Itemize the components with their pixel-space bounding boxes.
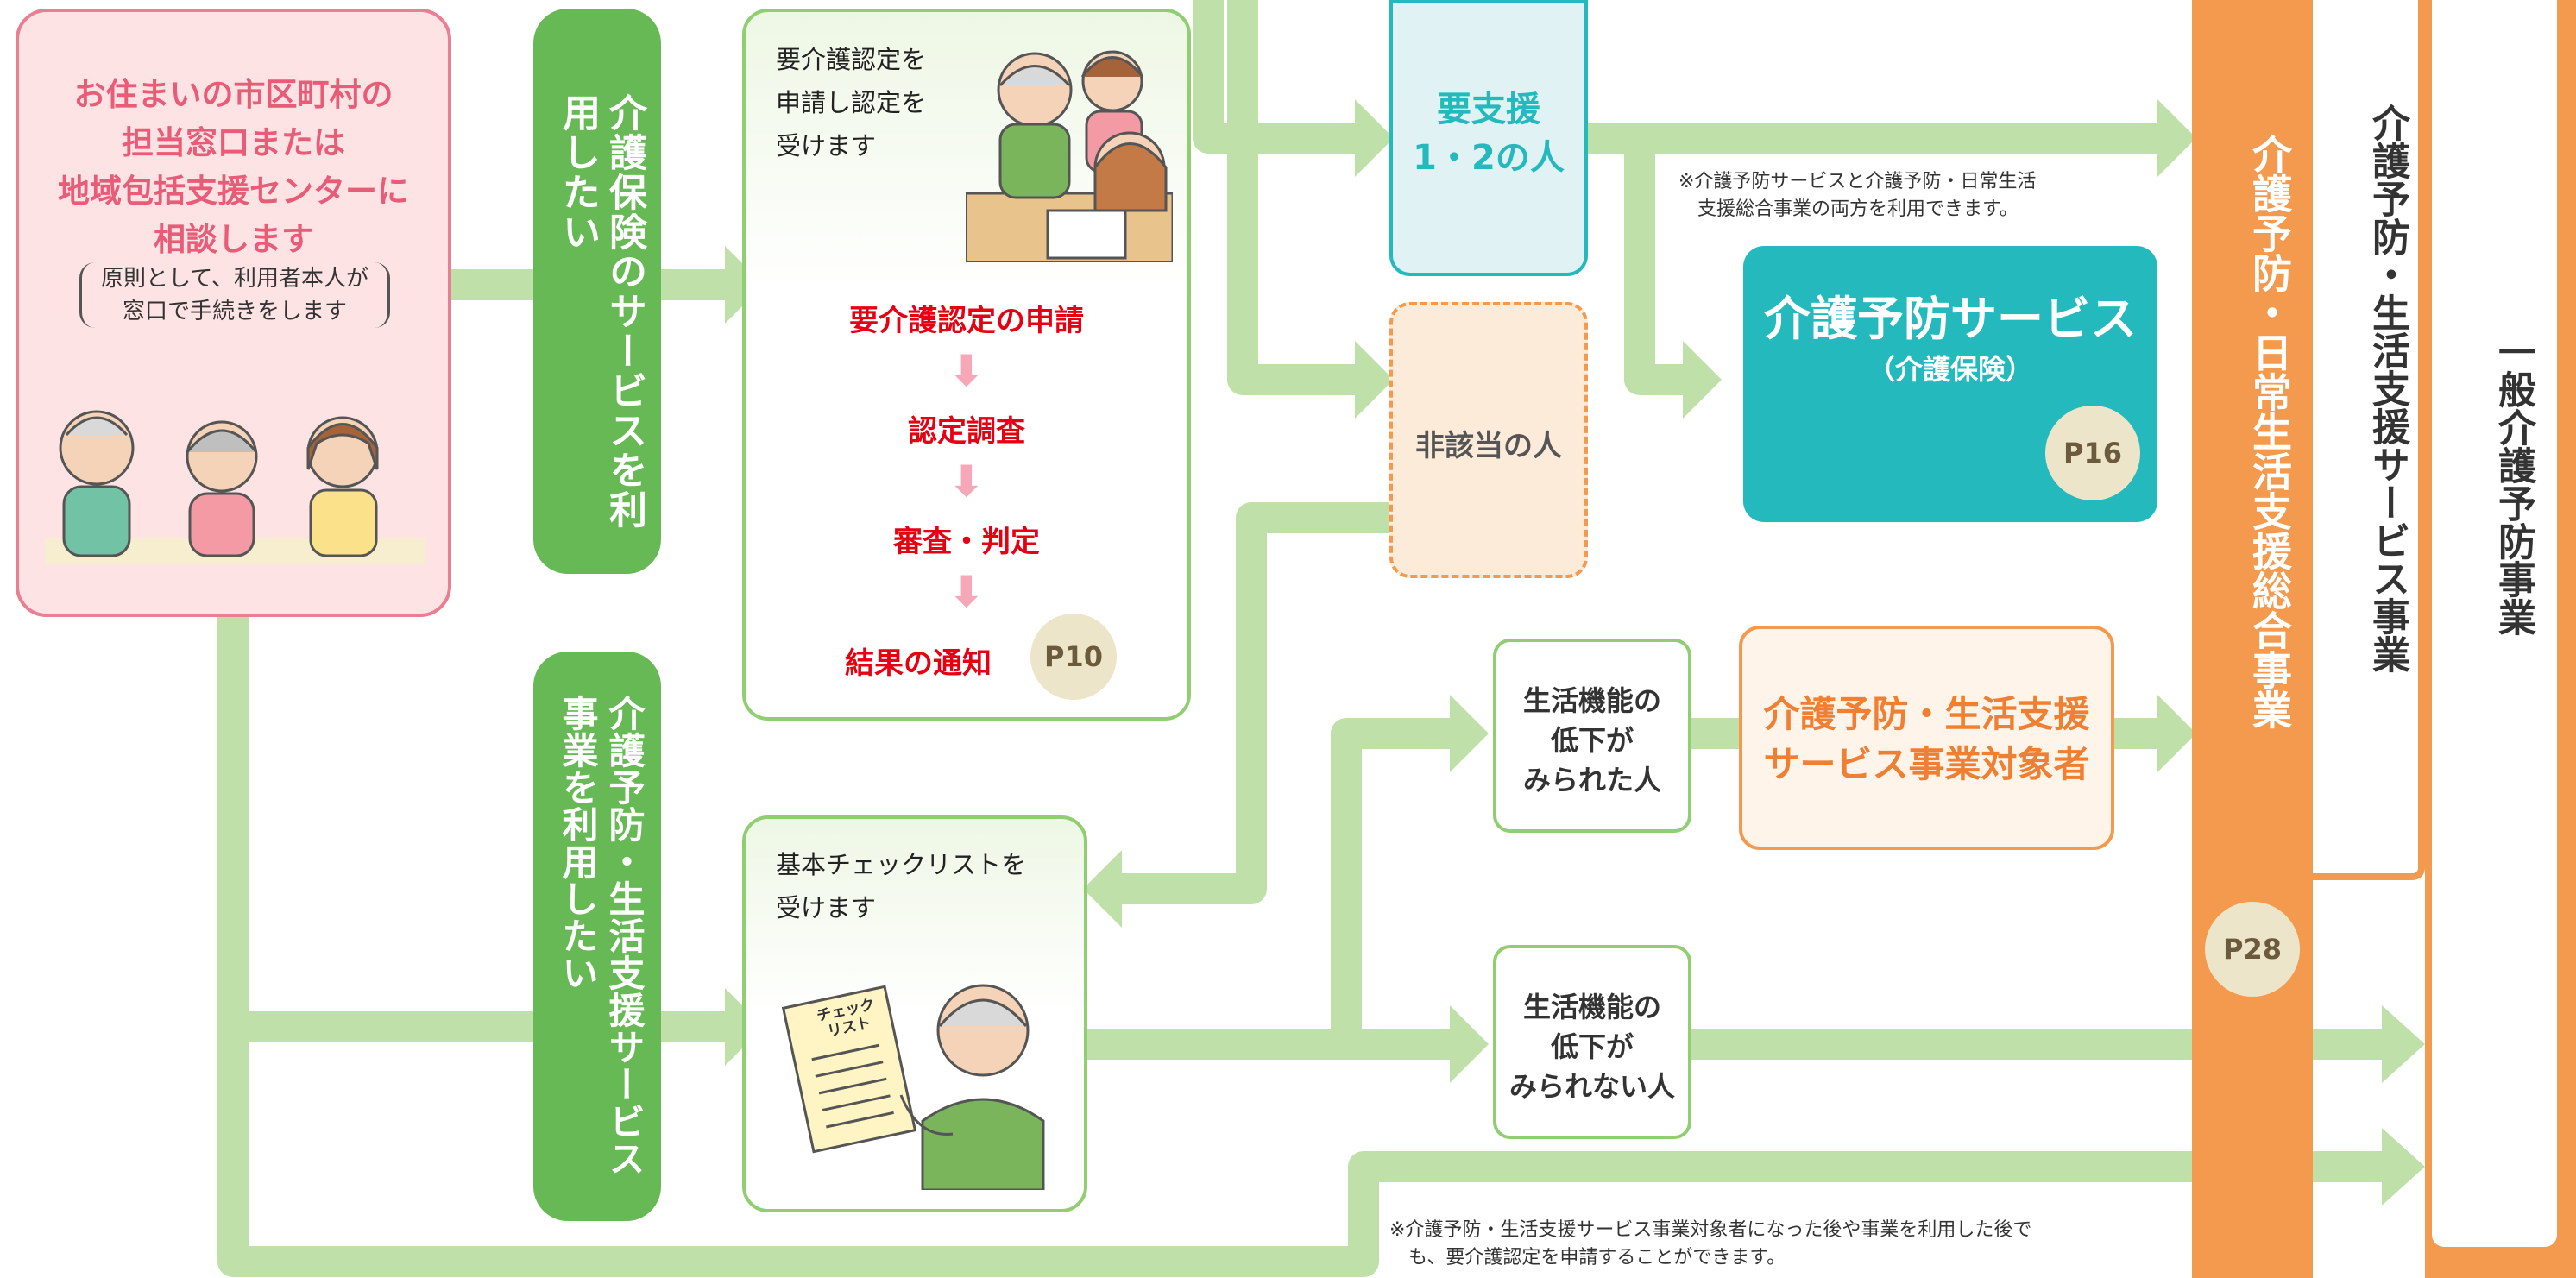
comprehensive-program-label: 介護予防・日常生活支援総合事業 xyxy=(2246,134,2293,729)
function-decline-line3: みられた人 xyxy=(1522,764,1661,796)
consult-note-line2: 窓口で手続きをします xyxy=(122,299,347,324)
general-program-label: 一般介護予防事業 xyxy=(2491,332,2535,636)
function-decline-label: 生活機能の 低下が みられた人 xyxy=(1496,681,1688,800)
step-arrow-icon: ⬇ xyxy=(948,567,985,617)
no-function-decline-line1: 生活機能の xyxy=(1522,991,1661,1023)
function-decline-line2: 低下が xyxy=(1550,724,1634,757)
prevention-service-box: 介護予防サービス （介護保険） P16 xyxy=(1743,246,2157,522)
target-person-line1: 介護予防・生活支援 xyxy=(1763,693,2090,735)
general-program-column: 一般介護予防事業 xyxy=(2425,0,2576,1278)
no-function-decline-line3: みられない人 xyxy=(1508,1070,1675,1103)
step-notification: 結果の通知 xyxy=(845,646,992,681)
support-service-pill: 介護予防・生活支援サービス事業を利用したい xyxy=(533,652,661,1221)
no-function-decline-label: 生活機能の 低下が みられない人 xyxy=(1496,987,1688,1106)
function-decline-box: 生活機能の 低下が みられた人 xyxy=(1493,639,1691,833)
checklist-intro: 基本チェックリストを 受けます xyxy=(776,843,1026,929)
care-service-pill: 介護保険のサービスを利用したい xyxy=(533,9,661,574)
target-person-line2: サービス事業対象者 xyxy=(1763,743,2090,785)
support-needed-line1: 要支援 xyxy=(1437,90,1540,129)
certification-box: 要介護認定を 申請し認定を 受けます 要介護認定の申請 ⬇ 認定調査 ⬇ 審査・… xyxy=(742,9,1191,721)
prevention-service-title: 介護予防サービス xyxy=(1764,292,2137,346)
target-person-label: 介護予防・生活支援 サービス事業対象者 xyxy=(1742,689,2111,790)
checklist-intro-line2: 受けます xyxy=(776,893,877,922)
step-review: 審査・判定 xyxy=(893,525,1040,559)
consult-line1: お住まいの市区町村の xyxy=(73,76,394,113)
consult-line4: 相談します xyxy=(154,221,313,258)
certification-intro-line1: 要介護認定を xyxy=(776,45,927,74)
checklist-box: 基本チェックリストを 受けます チェック リスト xyxy=(742,815,1087,1212)
consult-box: お住まいの市区町村の 担当窓口または 地域包括支援センターに 相談します 原則と… xyxy=(16,9,451,617)
man-holding-checklist-icon: チェック リスト xyxy=(780,948,1065,1192)
not-applicable-box: 非該当の人 xyxy=(1389,302,1588,578)
page-badge-p10: P10 xyxy=(1030,614,1117,700)
support-needed-label: 要支援 1・2の人 xyxy=(1393,85,1584,182)
life-support-label: 介護予防・生活支援サービス事業 xyxy=(2365,104,2409,673)
general-program-inner: 一般介護予防事業 xyxy=(2432,0,2557,1247)
consult-note: 原則として、利用者本人が 窓口で手続きをします xyxy=(79,262,390,328)
life-support-column: 介護予防・生活支援サービス事業 xyxy=(2313,0,2425,880)
step-survey: 認定調査 xyxy=(908,414,1025,449)
target-person-box: 介護予防・生活支援 サービス事業対象者 xyxy=(1739,626,2114,850)
no-function-decline-line2: 低下が xyxy=(1550,1030,1634,1063)
not-applicable-label: 非該当の人 xyxy=(1415,429,1562,463)
family-filling-form-icon xyxy=(966,50,1173,262)
step-arrow-icon: ⬇ xyxy=(948,456,985,507)
function-decline-line1: 生活機能の xyxy=(1522,684,1661,717)
comprehensive-program-column: 介護予防・日常生活支援総合事業 P28 xyxy=(2192,0,2313,1278)
step-application: 要介護認定の申請 xyxy=(849,304,1084,338)
consult-line2: 担当窓口または xyxy=(122,124,345,161)
consult-note-line1: 原則として、利用者本人が xyxy=(101,266,368,292)
support-needed-box: 要支援 1・2の人 xyxy=(1389,0,1588,276)
support-service-pill-label: 介護予防・生活支援サービス事業を利用したい xyxy=(557,695,646,1177)
consult-heading: お住まいの市区町村の 担当窓口または 地域包括支援センターに 相談します xyxy=(19,71,448,264)
note-apply-anytime: ※介護予防・生活支援サービス事業対象者になった後や事業を利用した後で も、要介護… xyxy=(1389,1217,2031,1272)
checklist-intro-line1: 基本チェックリストを xyxy=(776,850,1027,879)
note-both-services: ※介護予防サービスと介護予防・日常生活 支援総合事業の両方を利用できます。 xyxy=(1678,168,2036,223)
page-badge-p16: P16 xyxy=(2045,406,2140,500)
page-badge-p28: P28 xyxy=(2205,902,2300,997)
page-badge-p16-label: P16 xyxy=(2063,437,2122,469)
page-badge-p10-label: P10 xyxy=(1044,640,1103,673)
certification-steps: 要介護認定の申請 ⬇ 認定調査 ⬇ 審査・判定 ⬇ xyxy=(746,297,1187,628)
note-apply-anytime-line1: ※介護予防・生活支援サービス事業対象者になった後や事業を利用した後で xyxy=(1389,1219,2032,1241)
step-arrow-icon: ⬇ xyxy=(948,346,985,396)
note-apply-anytime-line2: も、要介護認定を申請することができます。 xyxy=(1408,1247,1786,1269)
no-function-decline-box: 生活機能の 低下が みられない人 xyxy=(1493,945,1691,1139)
page-badge-p28-label: P28 xyxy=(2223,933,2282,966)
three-people-at-counter-icon xyxy=(45,410,425,564)
certification-intro: 要介護認定を 申請し認定を 受けます xyxy=(776,38,926,167)
certification-intro-line3: 受けます xyxy=(776,131,877,161)
care-service-pill-label: 介護保険のサービスを利用したい xyxy=(556,93,646,530)
note-both-services-line2: 支援総合事業の両方を利用できます。 xyxy=(1697,198,2019,220)
note-both-services-line1: ※介護予防サービスと介護予防・日常生活 xyxy=(1678,171,2037,192)
prevention-service-subtitle: （介護保険） xyxy=(1867,353,2033,386)
consult-line3: 地域包括支援センターに xyxy=(58,173,409,210)
certification-intro-line2: 申請し認定を xyxy=(776,88,927,117)
support-needed-line2: 1・2の人 xyxy=(1413,138,1565,178)
